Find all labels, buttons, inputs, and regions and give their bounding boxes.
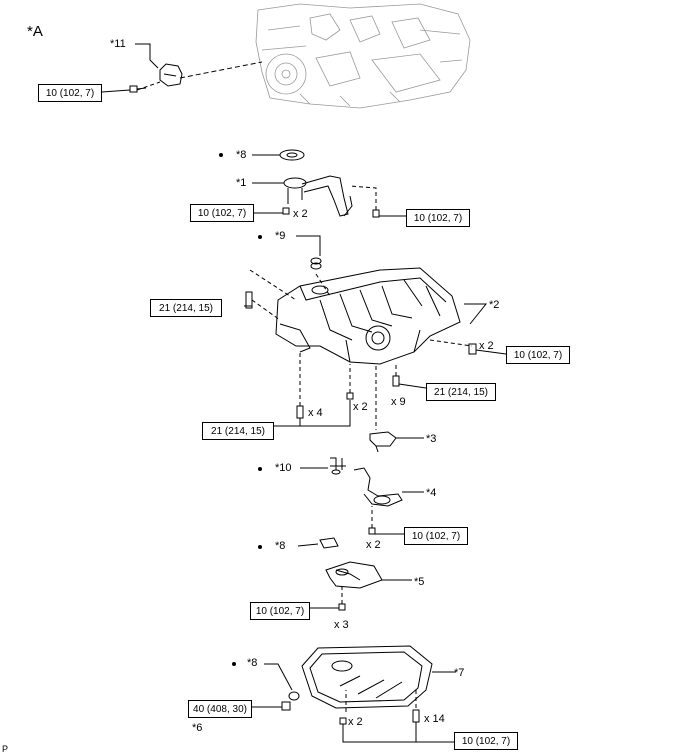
part-7-oil-pan-lower-illustration — [301, 645, 433, 709]
part-8-gasket-mid-illustration — [319, 537, 339, 549]
part-3-sensor-illustration — [369, 431, 397, 453]
bullet-marker — [258, 545, 262, 549]
torque-spec-box: 10 (102, 7) — [38, 84, 102, 102]
callout-8-bottom: *8 — [247, 657, 258, 669]
torque-spec-box: 21 (214, 15) — [150, 299, 222, 317]
quantity-label: x 9 — [391, 396, 406, 408]
torque-spec-box: 21 (214, 15) — [202, 422, 274, 440]
torque-spec-box: 40 (408, 30) — [188, 700, 252, 718]
part-4-strainer-illustration — [353, 467, 403, 507]
sheet-label: *A — [27, 23, 43, 40]
part-8-gasket-top-illustration — [279, 149, 305, 161]
part-1-oil-pipe-illustration — [283, 175, 353, 217]
part-11-bracket-illustration — [129, 63, 183, 93]
torque-spec-box: 10 (102, 7) — [190, 204, 254, 222]
callout-8-top: *8 — [236, 149, 247, 161]
torque-spec-box: 21 (214, 15) — [426, 383, 496, 401]
quantity-label: x 2 — [348, 716, 363, 728]
bullet-marker — [219, 153, 223, 157]
torque-spec-box: 10 (102, 7) — [506, 346, 570, 364]
callout-8-mid: *8 — [275, 540, 286, 552]
bullet-marker — [258, 235, 262, 239]
bullet-marker — [258, 467, 262, 471]
corner-mark: P — [2, 744, 9, 754]
leader-11 — [135, 43, 159, 69]
quantity-label: x 2 — [293, 208, 308, 220]
bullet-marker — [232, 662, 236, 666]
part-10-clip-illustration — [330, 457, 346, 475]
part-2-oil-pan-upper-illustration — [275, 267, 461, 365]
torque-spec-box: 10 (102, 7) — [406, 209, 470, 227]
callout-9: *9 — [275, 230, 286, 242]
quantity-label: x 14 — [424, 713, 445, 725]
callout-7: *7 — [454, 667, 465, 679]
part-5-baffle-illustration — [325, 561, 383, 589]
quantity-label: x 4 — [308, 407, 323, 419]
quantity-label: x 2 — [366, 539, 381, 551]
callout-11: *11 — [110, 38, 126, 50]
callout-2: *2 — [489, 299, 500, 311]
torque-spec-box: 10 (102, 7) — [404, 527, 468, 545]
callout-3: *3 — [426, 433, 437, 445]
quantity-label: x 2 — [353, 401, 368, 413]
leader-dash-11 — [179, 61, 263, 79]
quantity-label: x 3 — [334, 619, 349, 631]
callout-10: *10 — [275, 462, 292, 474]
quantity-label: x 2 — [479, 340, 494, 352]
torque-spec-box: 10 (102, 7) — [454, 732, 518, 750]
callout-6: *6 — [192, 722, 203, 734]
callout-5: *5 — [414, 576, 425, 588]
engine-block-illustration — [255, 3, 471, 109]
callout-1: *1 — [236, 177, 247, 189]
torque-spec-box: 10 (102, 7) — [250, 602, 310, 620]
part-9-oring-illustration — [310, 257, 322, 270]
callout-4: *4 — [426, 487, 437, 499]
